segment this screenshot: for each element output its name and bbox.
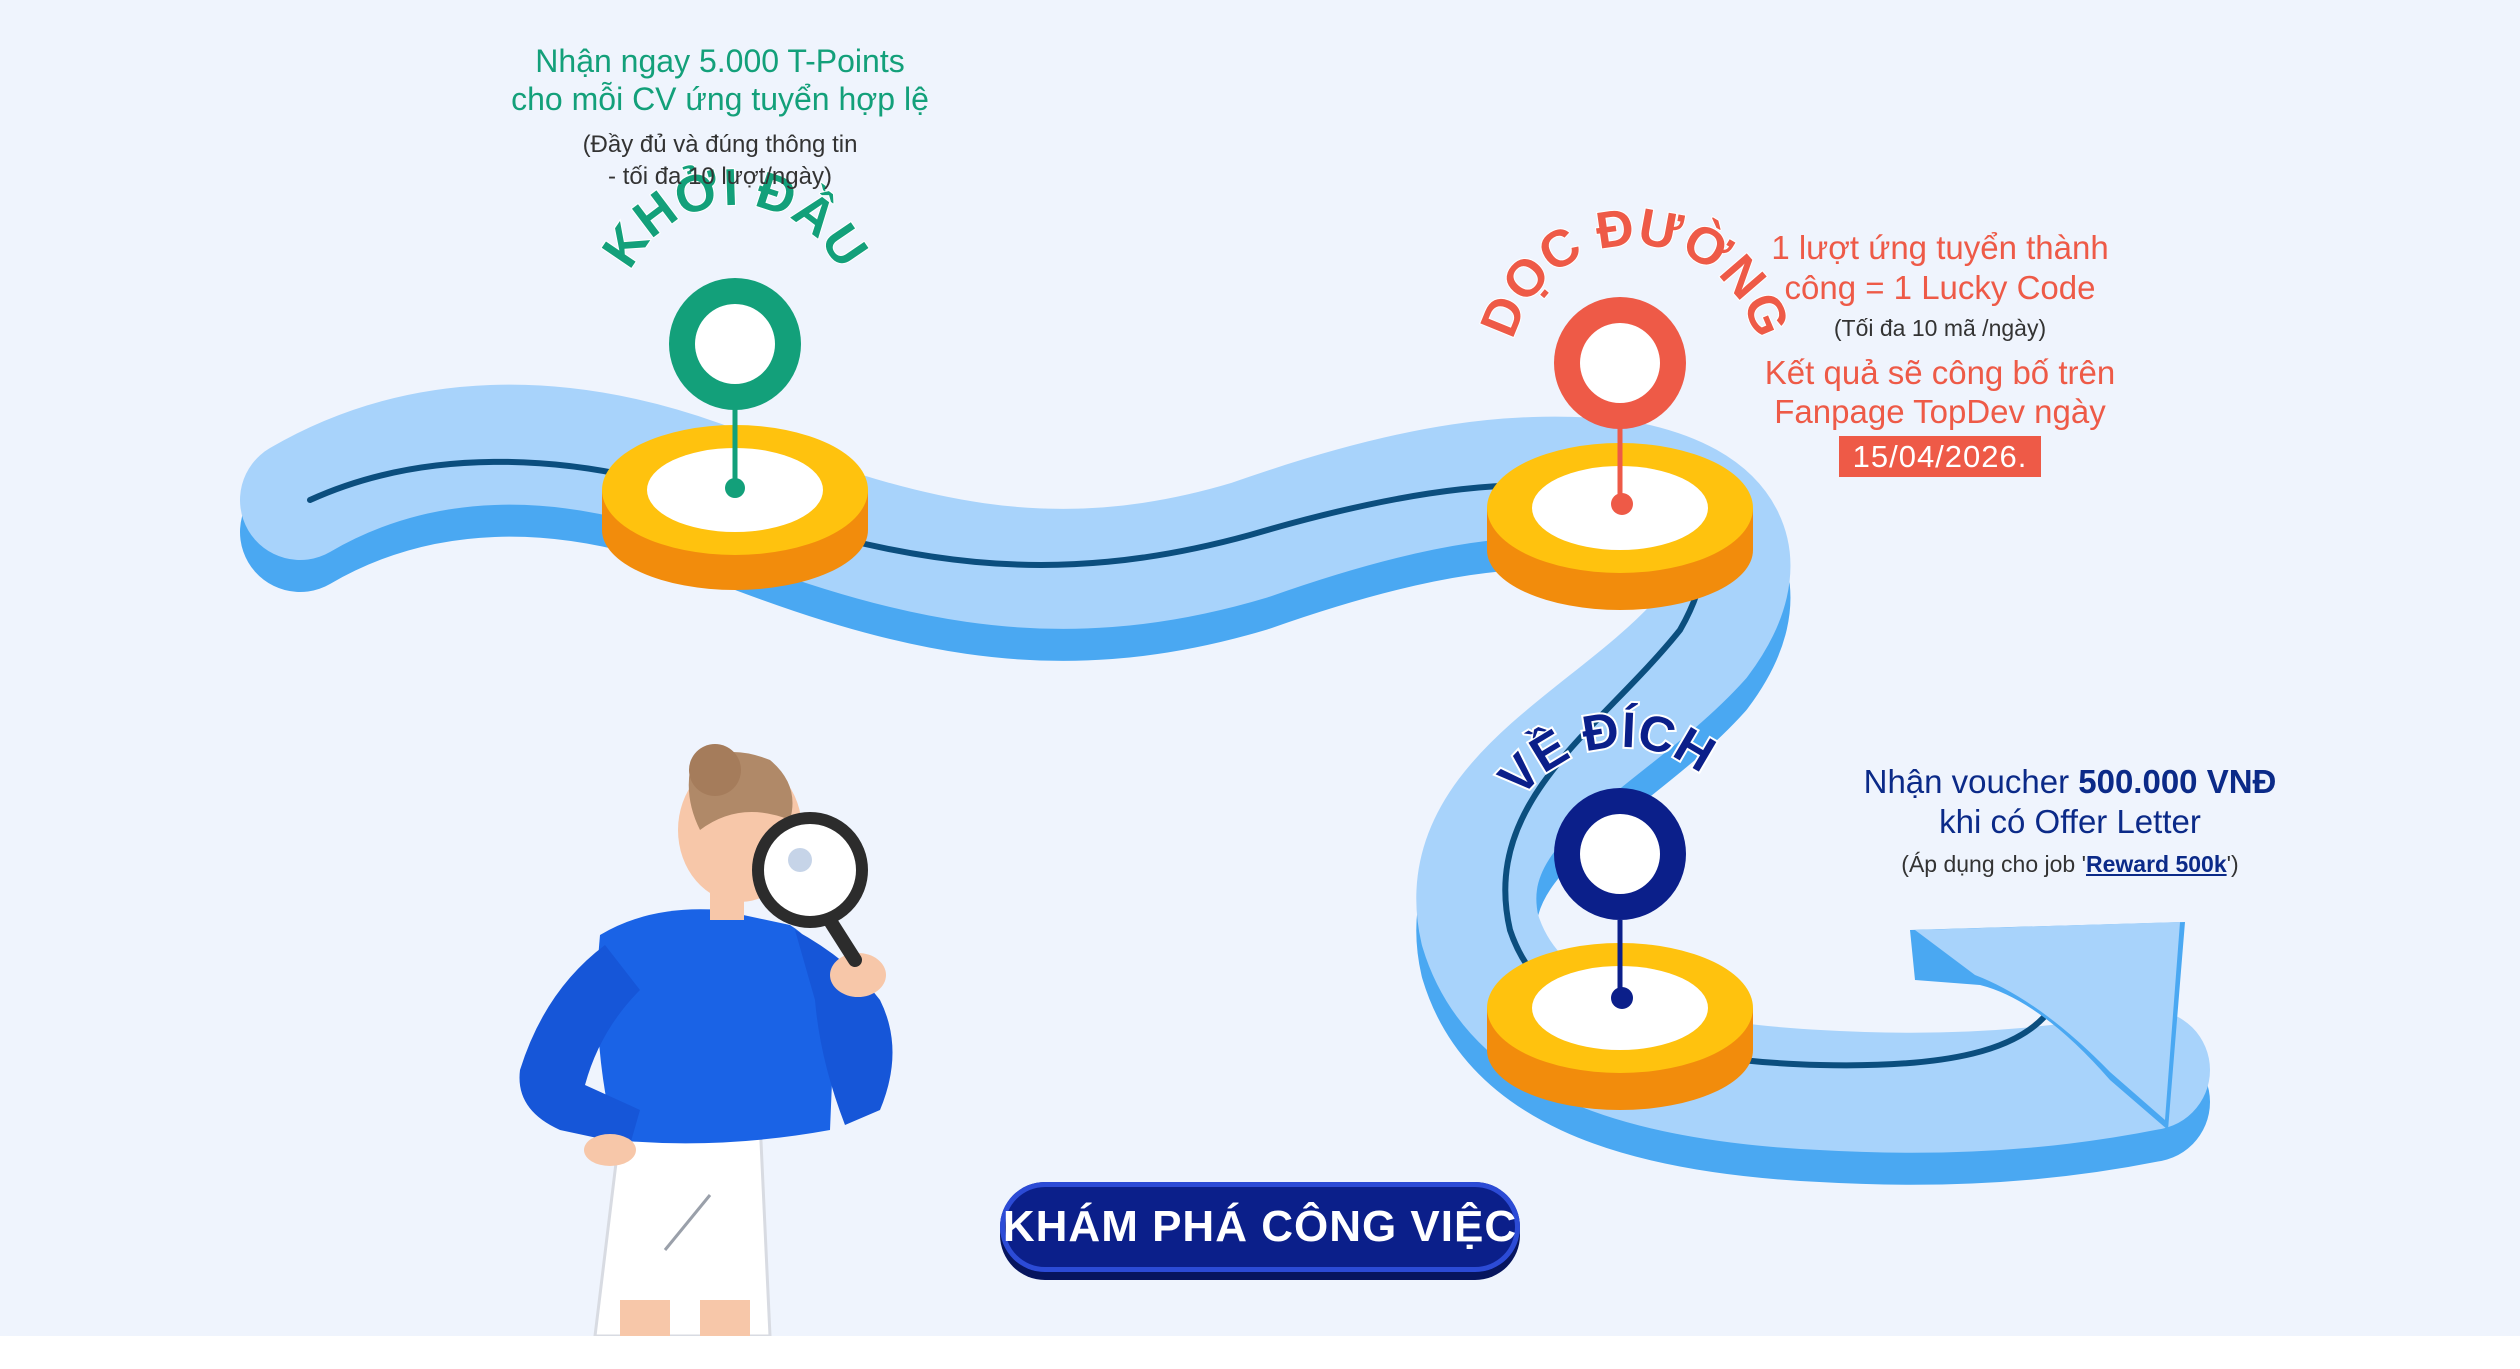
start-reward-line2: cho mỗi CV ứng tuyển hợp lệ <box>511 81 929 118</box>
middle-result-line1: Kết quả sẽ công bố trên <box>1764 353 2116 391</box>
finish-reward-line2: khi có Offer Letter <box>1939 802 2201 840</box>
middle-reward-line2: công = 1 Lucky Code <box>1784 268 2096 306</box>
middle-reward-line1: 1 lượt ứng tuyển thành <box>1771 229 2109 266</box>
middle-note: (Tối đa 10 mã /ngày) <box>1833 315 2047 342</box>
finish-reward-text: Nhận voucher 500.000 VNĐ khi có Offer Le… <box>1830 762 2310 879</box>
woman-magnifier-illustration <box>519 744 893 1336</box>
road-illustration: KHỞI ĐẦU DỌC ĐƯỜNG VỀ ĐÍCH <box>240 157 2210 1336</box>
journey-banner: KHỞI ĐẦU DỌC ĐƯỜNG VỀ ĐÍCH <box>0 0 2520 1336</box>
voucher-amount: 500.000 VNĐ <box>2078 763 2277 800</box>
middle-reward-text: 1 lượt ứng tuyển thành công = 1 Lucky Co… <box>1720 228 2160 478</box>
reward-500k-link[interactable]: Reward 500k <box>2085 851 2227 878</box>
start-reward-line1: Nhận ngay 5.000 T-Points <box>535 43 905 79</box>
finish-reward-prefix: Nhận voucher <box>1863 763 2079 800</box>
middle-result-line2: Fanpage TopDev ngày <box>1774 393 2106 431</box>
arrow-icon <box>1910 922 2185 1130</box>
result-date-badge: 15/04/2026. <box>1838 435 2042 478</box>
start-note-line2: - tối đa 10 lượt/ngày) <box>608 163 832 191</box>
start-reward-text: Nhận ngay 5.000 T-Points cho mỗi CV ứng … <box>460 42 980 194</box>
explore-jobs-button[interactable]: KHÁM PHÁ CÔNG VIỆC <box>1000 1182 1520 1272</box>
finish-note-suffix: ') <box>2226 851 2239 878</box>
start-note-line1: (Đầy đủ và đúng thông tin <box>582 130 858 158</box>
finish-platform <box>1487 788 1753 1110</box>
start-platform <box>602 278 868 590</box>
middle-platform <box>1487 297 1753 610</box>
finish-note-prefix: (Áp dụng cho job ' <box>1901 851 2086 878</box>
